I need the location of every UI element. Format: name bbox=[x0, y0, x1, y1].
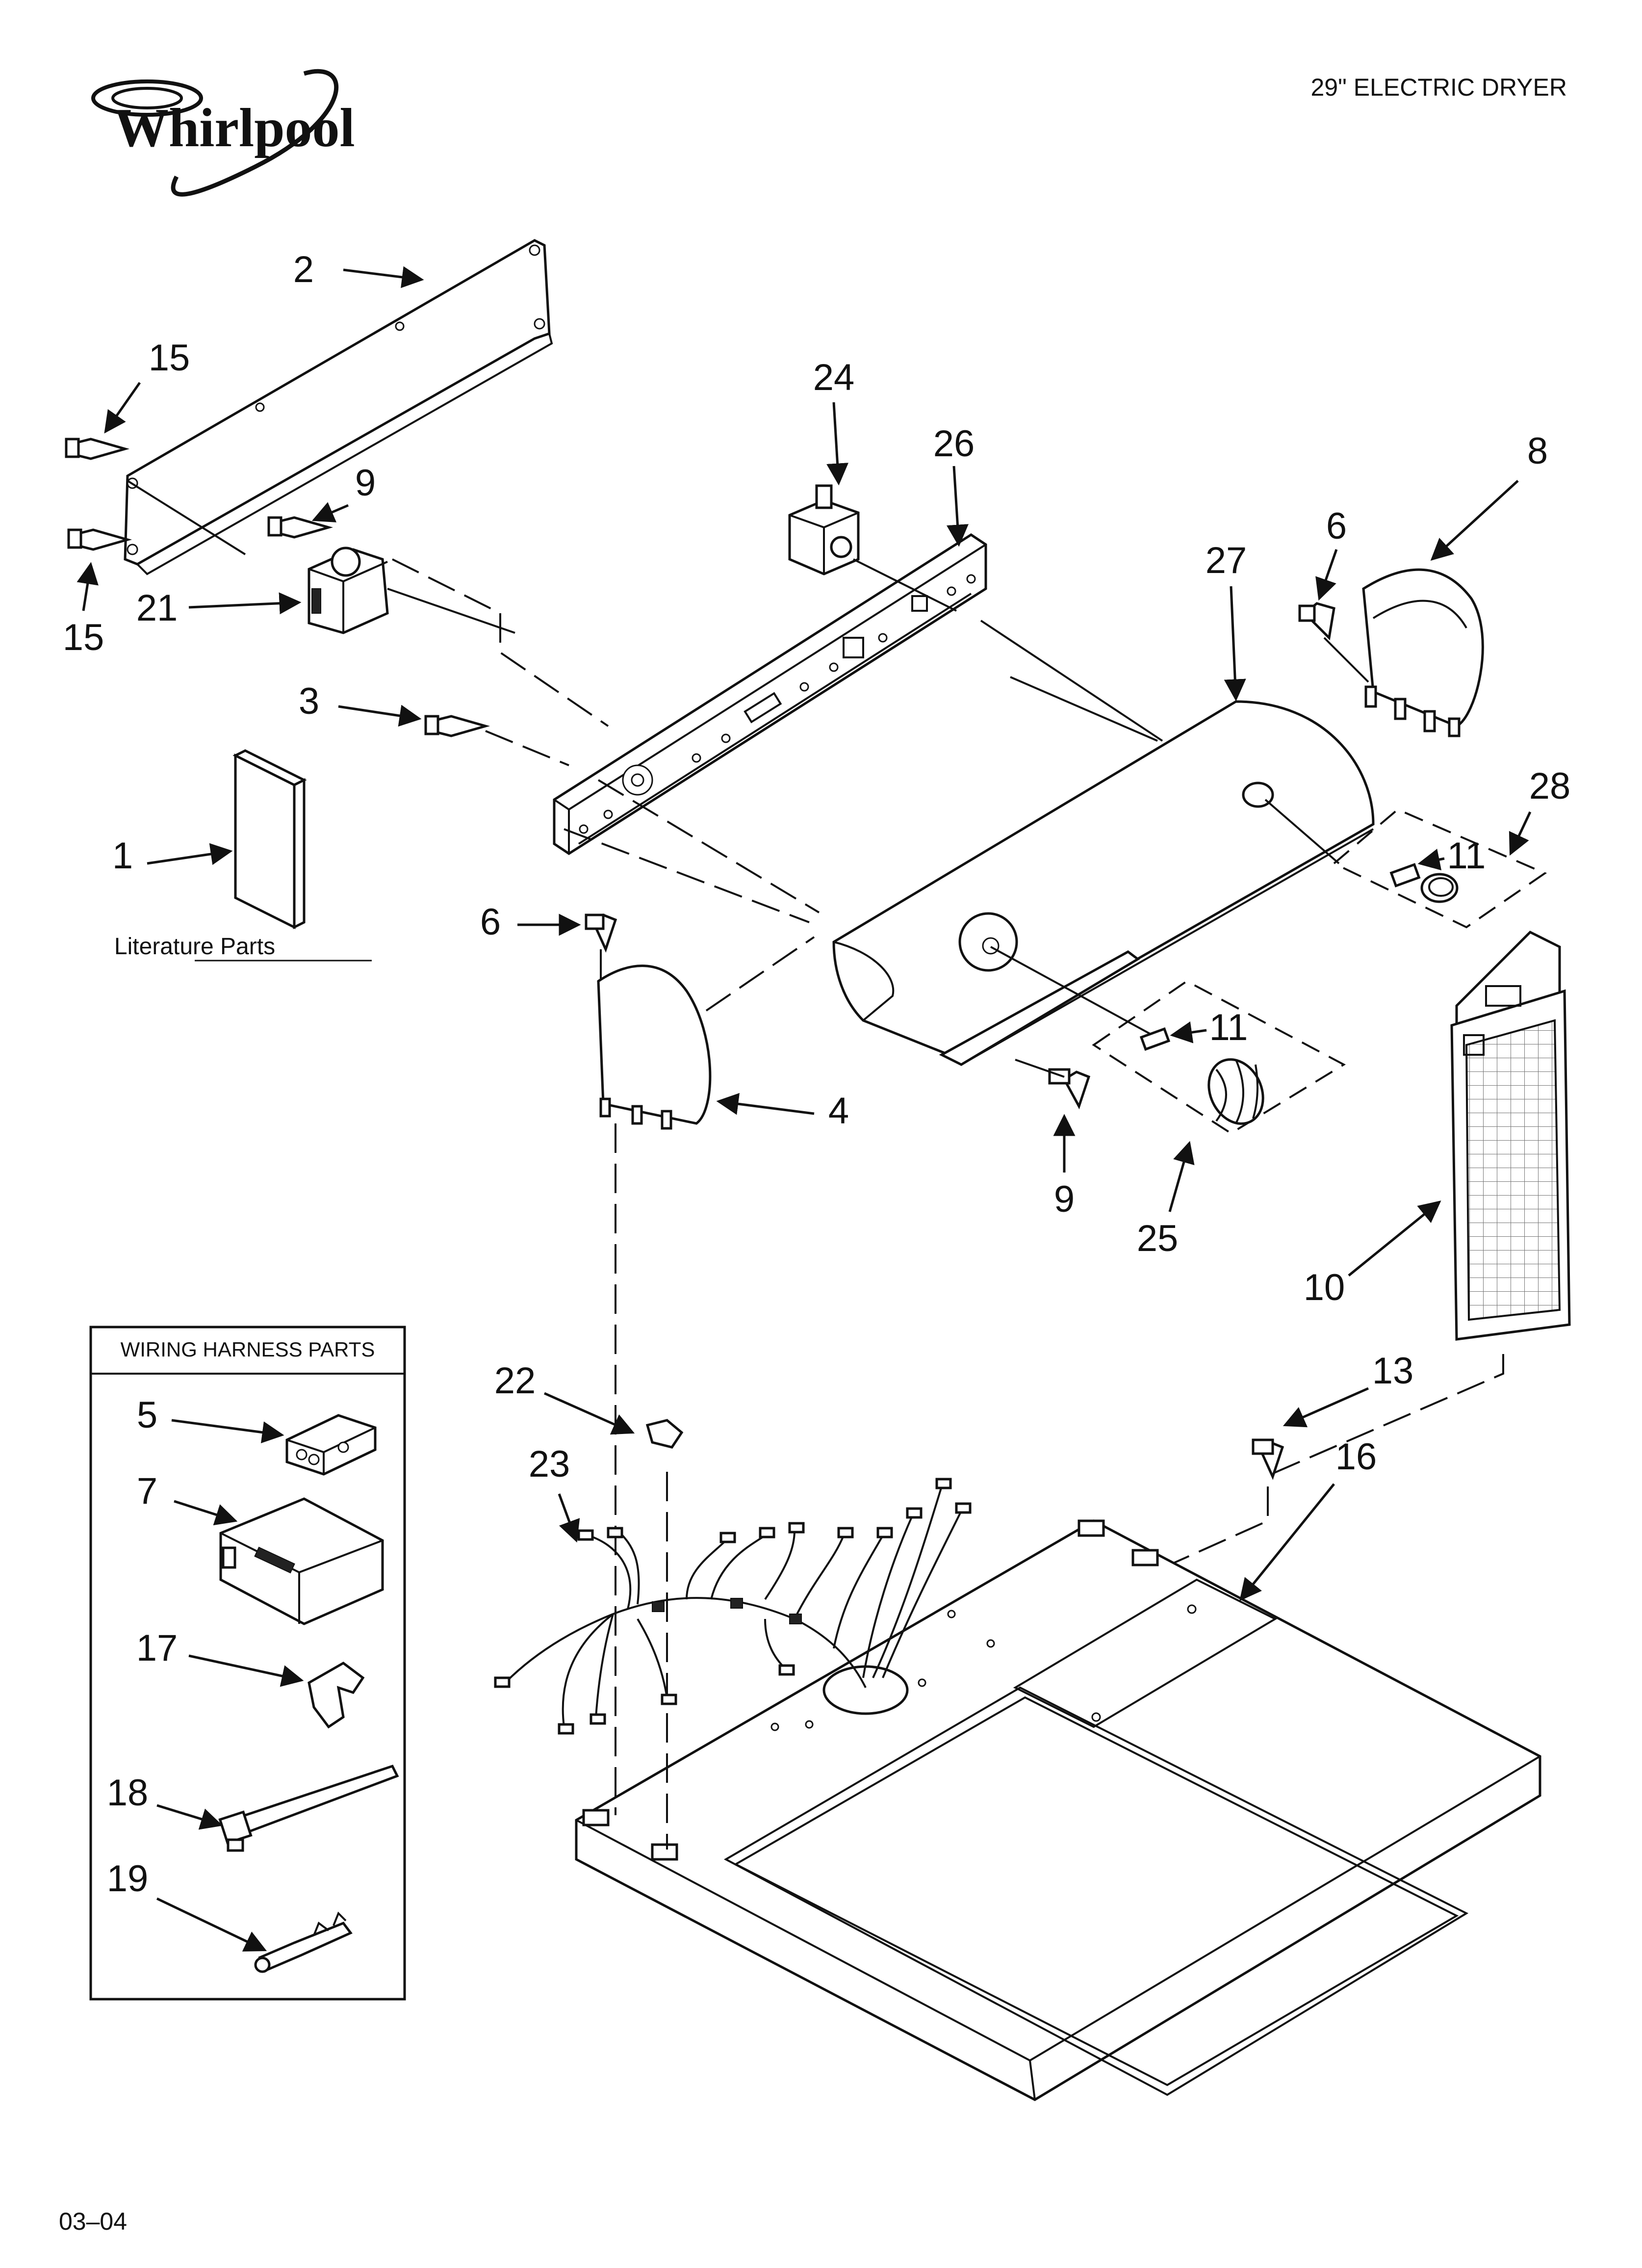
callout-15-upper: 15 bbox=[149, 337, 190, 379]
callout-11-right: 11 bbox=[1447, 835, 1486, 877]
part-4-end-cap-left bbox=[597, 965, 712, 1130]
part-11-knob-spring-center bbox=[1139, 1027, 1171, 1051]
part-2-console-back-panel bbox=[124, 239, 553, 575]
part-8-end-cap-right bbox=[1362, 568, 1484, 737]
part-7-terminal-block bbox=[219, 1497, 384, 1625]
part-24-switch bbox=[788, 484, 860, 575]
part-27-console bbox=[832, 700, 1375, 1066]
callout-26: 26 bbox=[933, 423, 975, 465]
wiring-harness-title: WIRING HARNESS PARTS bbox=[121, 1338, 375, 1361]
part-25-knob bbox=[1207, 1058, 1264, 1125]
group-28-outline bbox=[1332, 808, 1547, 929]
part-3-screw bbox=[424, 715, 490, 737]
callout-9-center: 9 bbox=[1054, 1178, 1075, 1220]
revision-code: 03–04 bbox=[59, 2208, 127, 2235]
callout-7: 7 bbox=[137, 1470, 157, 1512]
part-6-screw-right bbox=[1298, 602, 1335, 641]
callout-23: 23 bbox=[529, 1443, 570, 1485]
callout-22: 22 bbox=[494, 1360, 536, 1402]
callout-5: 5 bbox=[137, 1394, 157, 1436]
callout-27: 27 bbox=[1206, 540, 1247, 581]
callout-6-left: 6 bbox=[480, 901, 501, 943]
part-9-screw-upper bbox=[267, 516, 334, 539]
callout-17: 17 bbox=[136, 1627, 178, 1669]
brand-logo: Whirlpool bbox=[91, 69, 355, 197]
callout-28: 28 bbox=[1529, 765, 1571, 807]
part-1-literature bbox=[232, 749, 307, 930]
part-21-timer bbox=[308, 547, 515, 634]
callout-10: 10 bbox=[1304, 1267, 1345, 1308]
part-13-screw bbox=[1252, 1438, 1284, 1480]
part-10-lint-filter bbox=[1450, 930, 1571, 1341]
part-9-screw-center bbox=[1048, 1068, 1091, 1110]
part-23-wire-harness bbox=[494, 1478, 972, 1735]
brand-wordmark: Whirlpool bbox=[114, 98, 355, 158]
callout-4: 4 bbox=[828, 1090, 849, 1132]
callout-3: 3 bbox=[299, 680, 319, 722]
part-22-clip bbox=[645, 1419, 684, 1449]
page-title: 29" ELECTRIC DRYER bbox=[1310, 74, 1567, 101]
callout-21: 21 bbox=[136, 587, 178, 629]
group-25-outline bbox=[1092, 980, 1346, 1135]
part-15-screw-lower bbox=[67, 528, 132, 551]
callout-24: 24 bbox=[813, 357, 855, 398]
callout-25: 25 bbox=[1137, 1218, 1179, 1259]
callout-2: 2 bbox=[293, 249, 314, 290]
callout-11-center: 11 bbox=[1209, 1007, 1248, 1048]
callout-15-lower: 15 bbox=[63, 617, 104, 658]
part-16-top-panel bbox=[575, 1519, 1541, 2101]
callout-6-right: 6 bbox=[1326, 505, 1347, 547]
callout-13: 13 bbox=[1372, 1350, 1414, 1392]
part-5-connector bbox=[285, 1414, 377, 1476]
part-15-screw-upper bbox=[65, 438, 130, 460]
callout-16: 16 bbox=[1335, 1436, 1377, 1478]
part-11-button-spring-right bbox=[1389, 863, 1421, 887]
part-28-push-button bbox=[1420, 873, 1459, 903]
literature-parts-label: Literature Parts bbox=[114, 934, 275, 960]
part-26-console-bracket bbox=[553, 533, 987, 855]
callout-8: 8 bbox=[1527, 430, 1548, 472]
callout-18: 18 bbox=[107, 1772, 149, 1814]
part-17-wire-clip bbox=[308, 1662, 365, 1729]
part-19-terminal bbox=[254, 1911, 353, 1973]
callout-19: 19 bbox=[107, 1858, 149, 1900]
part-6-screw-left bbox=[585, 913, 617, 953]
wiring-harness-panel: WIRING HARNESS PARTS 5 7 17 18 bbox=[89, 1326, 406, 2001]
part-18-cable-tie bbox=[218, 1764, 399, 1852]
callout-9-upper: 9 bbox=[355, 462, 376, 504]
callout-1: 1 bbox=[112, 835, 133, 877]
